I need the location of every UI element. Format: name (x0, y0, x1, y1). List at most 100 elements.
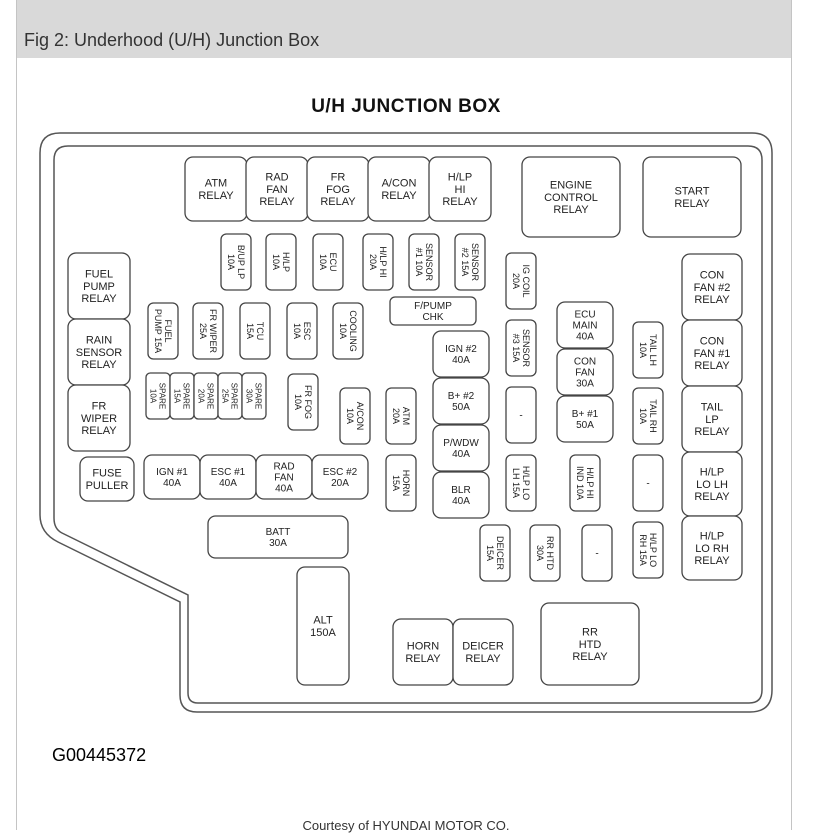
component-outline (479, 524, 511, 582)
component-outline (239, 302, 271, 360)
component-label: - (646, 479, 649, 490)
component-outline (147, 302, 179, 360)
component-label: TAIL RH10A (638, 399, 658, 433)
component-label: - (519, 411, 522, 422)
component-label: DEICER15A (485, 536, 505, 571)
hlp-lo-rh-15a-fuse: H/LP LORH 15A (632, 521, 664, 579)
component-outline (432, 424, 490, 472)
component-outline (505, 386, 537, 444)
component-outline (540, 602, 640, 686)
empty-right2-fuse: - (581, 524, 613, 582)
component-outline (556, 348, 614, 396)
ecu-10a-fuse: ECU10A (312, 233, 344, 291)
esc-10a-fuse: ESC10A (286, 302, 318, 360)
deicer-15a-fuse: DEICER15A (479, 524, 511, 582)
sensor3-fuse: SENSOR#3 15A (505, 319, 537, 377)
component-outline (265, 233, 297, 291)
component-label: ATM20A (391, 407, 411, 425)
figure-caption: Fig 2: Underhood (U/H) Junction Box (24, 30, 320, 50)
empty-center-fuse: - (505, 386, 537, 444)
component-outline (556, 301, 614, 349)
component-outline (385, 387, 417, 445)
box-outer-outline (39, 132, 773, 713)
component-outline (432, 471, 490, 519)
fr-fog-10a-fuse: FR FOG10A (287, 373, 319, 431)
component-outline (385, 454, 417, 512)
diagram-title: U/H JUNCTION BOX (311, 96, 501, 117)
component-outline (312, 233, 344, 291)
component-label: TCU15A (245, 322, 265, 341)
caption-bar (17, 0, 791, 58)
component-label: HORN15A (391, 470, 411, 497)
component-label: IG COIL20A (511, 264, 531, 297)
fuel-pump-15a-fuse: FUELPUMP 15A (147, 302, 179, 360)
component-label: A/CON10A (345, 402, 365, 431)
component-outline (452, 618, 514, 686)
component-label: H/LP10A (271, 252, 291, 272)
component-outline (521, 156, 621, 238)
component-label: - (595, 549, 598, 560)
component-label: H/LP LORH 15A (638, 533, 658, 567)
tail-rh-fuse: TAIL RH10A (632, 387, 664, 445)
box-inner-outline (53, 145, 763, 704)
component-label: SENSOR#1 10A (414, 243, 434, 282)
component-outline (642, 156, 742, 238)
component-label: H/LP LOLH 15A (511, 466, 531, 500)
component-outline (632, 454, 664, 512)
spare-15a-fuse: SPARE15A (169, 372, 195, 420)
ig-coil-fuse: IG COIL20A (505, 252, 537, 310)
component-outline (339, 387, 371, 445)
component-outline (529, 524, 561, 582)
component-outline (505, 319, 537, 377)
component-outline (432, 377, 490, 425)
component-label: H/LP HIIND 10A (575, 466, 595, 500)
hlp-hi-ind-fuse: H/LP HIIND 10A (569, 454, 601, 512)
atm-20a-fuse: ATM20A (385, 387, 417, 445)
component-outline (192, 302, 224, 360)
component-label: SENSOR#3 15A (511, 329, 531, 368)
component-label: SPARE15A (173, 383, 191, 410)
acon-10a-fuse: A/CON10A (339, 387, 371, 445)
component-label: SPARE25A (221, 383, 239, 410)
component-outline (362, 233, 394, 291)
horn-15a-fuse: HORN15A (385, 454, 417, 512)
spare-30a-fuse: SPARE30A (241, 372, 267, 420)
component-label: H/LP HI20A (368, 246, 388, 277)
